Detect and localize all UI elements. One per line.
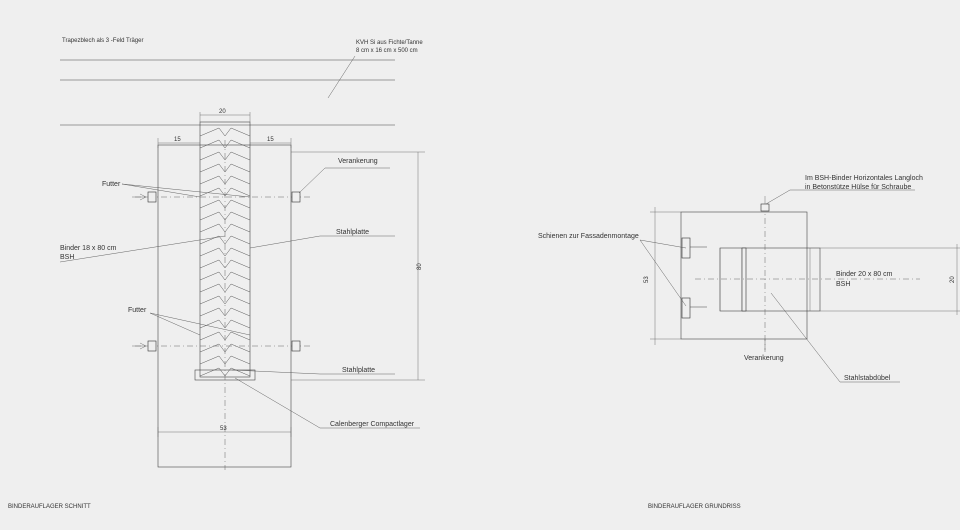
hatch-line xyxy=(224,247,251,257)
binder-label-line1: Binder 18 x 80 cm xyxy=(60,245,117,252)
hatch-line xyxy=(199,247,226,257)
hatch-line xyxy=(199,355,226,365)
kvh-leader xyxy=(327,55,356,99)
stahlplatte-label-bottom: Stahlplatte xyxy=(342,367,375,374)
section-view: Trapezblech als 3 -Feld Träger KVH Si au… xyxy=(8,38,425,510)
note-line1: Im BSH-Binder Horizontales Langloch xyxy=(805,175,923,182)
hatch-line xyxy=(224,211,251,221)
hatch-line xyxy=(224,151,251,161)
futter-label-bottom: Futter xyxy=(128,307,147,314)
plan-view: 53 20 Im BSH-Binder Horizontales Langloc… xyxy=(538,175,960,510)
trapezblech-label: Trapezblech als 3 -Feld Träger xyxy=(62,38,143,44)
hatch-line xyxy=(224,343,251,353)
plan-dim-right: 20 xyxy=(950,276,956,283)
hatch-line xyxy=(224,295,251,305)
hatch-line xyxy=(224,163,251,173)
hatch-line xyxy=(224,139,251,149)
rail-bottom xyxy=(681,297,691,319)
hatch-line xyxy=(224,367,251,377)
hatch-line xyxy=(199,223,226,233)
plan-verankerung-label: Verankerung xyxy=(744,355,784,362)
hatch-line xyxy=(199,367,226,377)
hatch-line xyxy=(224,355,251,365)
footer-right: BINDERAUFLAGER GRUNDRISS xyxy=(648,504,741,510)
hatch-line xyxy=(199,199,226,209)
footer-left: BINDERAUFLAGER SCHNITT xyxy=(8,504,91,510)
dim-left: 15 xyxy=(174,137,181,143)
hatch-line xyxy=(199,331,226,341)
bolt-head-left-bottom xyxy=(147,340,157,352)
plan-column xyxy=(680,211,808,340)
kvh-label-line1: KVH Si aus Fichte/Tanne xyxy=(356,40,423,46)
hatch-line xyxy=(224,271,251,281)
hatch-line xyxy=(199,235,226,245)
binder-label-line2: BSH xyxy=(60,254,74,261)
schienen-label: Schienen zur Fassadenmontage xyxy=(538,233,639,240)
futter-label-top: Futter xyxy=(102,181,121,188)
hatch-line xyxy=(224,319,251,329)
hatch-line xyxy=(224,307,251,317)
hatch-line xyxy=(224,223,251,233)
dim-top: 20 xyxy=(219,109,226,115)
hatch-line xyxy=(224,175,251,185)
bolt-head-left-top xyxy=(147,191,157,203)
calenberger-label: Calenberger Compactlager xyxy=(330,421,415,428)
plan-dim-left: 53 xyxy=(644,276,650,283)
hatch-line xyxy=(199,151,226,161)
hatch-line xyxy=(199,343,226,353)
kvh-label-line2: 8 cm x 16 cm x 500 cm xyxy=(356,48,418,54)
stahlstab-label: Stahlstabdübel xyxy=(844,375,891,382)
hatch-line xyxy=(224,199,251,209)
hatch-line xyxy=(199,295,226,305)
hatch-line xyxy=(224,331,251,341)
hatch-line xyxy=(199,211,226,221)
hatch-line xyxy=(199,271,226,281)
dim-height: 80 xyxy=(417,263,423,270)
beam-hatching xyxy=(199,127,251,377)
plan-beam xyxy=(719,247,821,312)
verankerung-label: Verankerung xyxy=(338,158,378,165)
hatch-line xyxy=(224,127,251,137)
hatch-line xyxy=(224,235,251,245)
hatch-line xyxy=(199,187,226,197)
hatch-line xyxy=(199,163,226,173)
hatch-line xyxy=(224,283,251,293)
hatch-line xyxy=(199,259,226,269)
plan-binder-line1: Binder 20 x 80 cm xyxy=(836,271,893,278)
hatch-line xyxy=(199,127,226,137)
dim-right: 15 xyxy=(267,137,274,143)
hatch-line xyxy=(199,175,226,185)
note-line2: in Betonstütze Hülse für Schraube xyxy=(805,184,911,191)
stahlplatte-label-top: Stahlplatte xyxy=(336,229,369,236)
plan-binder-line2: BSH xyxy=(836,281,850,288)
dim-bottom: 53 xyxy=(220,426,227,432)
bolt-head-right-bottom xyxy=(291,340,301,352)
hatch-line xyxy=(199,283,226,293)
hatch-line xyxy=(199,139,226,149)
hatch-line xyxy=(224,187,251,197)
concrete-column xyxy=(157,144,292,468)
hatch-line xyxy=(224,259,251,269)
hatch-line xyxy=(199,307,226,317)
bolt-head-right-top xyxy=(291,191,301,203)
